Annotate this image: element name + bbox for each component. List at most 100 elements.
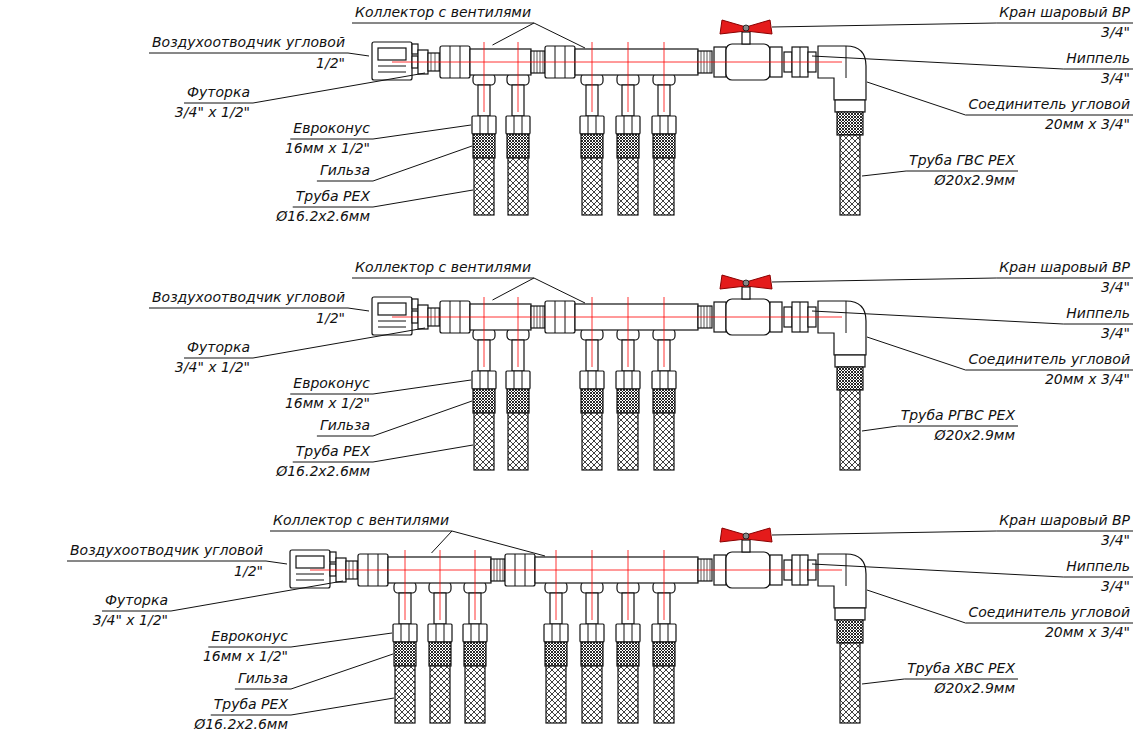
- air-vent-window: [378, 303, 406, 315]
- leader-shelf: [966, 623, 1133, 624]
- valve-stem: [742, 287, 750, 299]
- nut-edge: [522, 371, 523, 389]
- leader-line: [373, 125, 471, 139]
- nut-edge: [444, 624, 445, 642]
- center-line: [628, 42, 629, 112]
- center-line: [664, 42, 665, 112]
- leader-line: [373, 401, 472, 436]
- nut-edge: [596, 371, 597, 389]
- valve-handle-screw: [743, 25, 749, 31]
- crimp-sleeve: [473, 134, 495, 158]
- valve-handle: [720, 20, 772, 34]
- part-label: Воздухоотводчик угловой: [152, 289, 345, 306]
- leader-line: [862, 171, 906, 176]
- leader-shelf: [102, 611, 171, 612]
- leader-shelf: [290, 394, 373, 395]
- crimp-sleeve: [837, 620, 863, 643]
- leader-line: [171, 581, 343, 611]
- leader-shelf: [184, 358, 253, 359]
- pex-pipe: [465, 666, 485, 723]
- connector-edge: [846, 46, 847, 78]
- eurocone-nut: [428, 624, 452, 642]
- leader-line: [373, 146, 472, 181]
- leader-line: [867, 82, 966, 115]
- center-line: [628, 297, 629, 367]
- leader-line: [291, 698, 394, 715]
- nut-edge: [409, 624, 410, 642]
- crimp-sleeve: [473, 389, 495, 413]
- pex-pipe: [654, 158, 674, 215]
- center-line: [628, 550, 629, 620]
- nut-edge: [660, 624, 661, 642]
- center-line: [484, 297, 485, 367]
- nut-edge: [514, 116, 515, 134]
- part-label: Гильза: [320, 162, 370, 179]
- part-label: Ø20x2.9мм: [934, 427, 1015, 444]
- nut-edge: [624, 624, 625, 642]
- part-label: Ø16.2x2.6мм: [276, 208, 370, 225]
- leader-line: [253, 73, 425, 103]
- air-vent-slot: [296, 580, 324, 581]
- leader-line: [348, 53, 369, 56]
- nut-edge: [596, 624, 597, 642]
- nut-edge: [660, 116, 661, 134]
- eurocone-nut: [652, 371, 676, 389]
- part-label: 3/4" x 1/2": [93, 612, 168, 629]
- nut-edge: [632, 116, 633, 134]
- center-line: [556, 550, 557, 620]
- crimp-sleeve: [617, 134, 639, 158]
- center-line: [310, 570, 842, 571]
- nut-edge: [596, 116, 597, 134]
- part-label: 3/4": [1101, 24, 1130, 41]
- part-label: Ø20x2.9мм: [934, 680, 1015, 697]
- eurocone-nut: [580, 116, 604, 134]
- leader-shelf: [211, 715, 291, 716]
- pex-pipe: [840, 135, 860, 215]
- leader-line: [534, 23, 585, 48]
- leader-shelf: [317, 436, 373, 437]
- nut-edge: [479, 624, 480, 642]
- pex-pipe: [546, 666, 566, 723]
- pex-pipe: [474, 158, 494, 215]
- leader-line: [266, 561, 287, 564]
- part-label: 1/2": [316, 55, 345, 72]
- center-line: [405, 550, 406, 620]
- eurocone-nut: [616, 371, 640, 389]
- leader-line: [812, 311, 1063, 324]
- leader-shelf: [67, 561, 266, 562]
- leader-shelf: [208, 647, 291, 648]
- air-vent-cap: [412, 44, 418, 54]
- valve-stem: [742, 32, 750, 44]
- leader-shelf: [1063, 324, 1133, 325]
- eurocone-nut: [616, 116, 640, 134]
- part-label: Ø16.2x2.6мм: [276, 463, 370, 480]
- nut-edge: [632, 624, 633, 642]
- nut-edge: [480, 371, 481, 389]
- crimp-sleeve: [653, 134, 675, 158]
- air-vent-slot: [378, 72, 406, 73]
- part-label: Гильза: [320, 417, 370, 434]
- part-label: Футорка: [187, 84, 250, 101]
- crimp-sleeve: [653, 389, 675, 413]
- part-label: Труба РГВС PEX: [901, 407, 1015, 424]
- part-label: 1/2": [234, 563, 263, 580]
- part-label: Футорка: [187, 339, 250, 356]
- part-label: Евроконус: [293, 375, 370, 392]
- nut-edge: [436, 624, 437, 642]
- leader-shelf: [1063, 577, 1133, 578]
- connector-nut: [835, 355, 865, 367]
- pex-pipe: [582, 413, 602, 470]
- air-vent-slot: [378, 321, 406, 322]
- pex-pipe: [395, 666, 415, 723]
- part-label: Труба ХВС PEX: [907, 660, 1015, 677]
- crimp-sleeve: [617, 642, 639, 666]
- part-label: Ø16.2x2.6мм: [194, 716, 288, 733]
- valve-handle: [720, 528, 772, 542]
- leader-shelf: [149, 53, 348, 54]
- leader-shelf: [235, 689, 291, 690]
- crimp-sleeve: [464, 642, 486, 666]
- part-label: Соединитель угловой: [969, 96, 1130, 113]
- eurocone-nut: [580, 624, 604, 642]
- leader-line: [373, 190, 473, 207]
- nut-edge: [632, 371, 633, 389]
